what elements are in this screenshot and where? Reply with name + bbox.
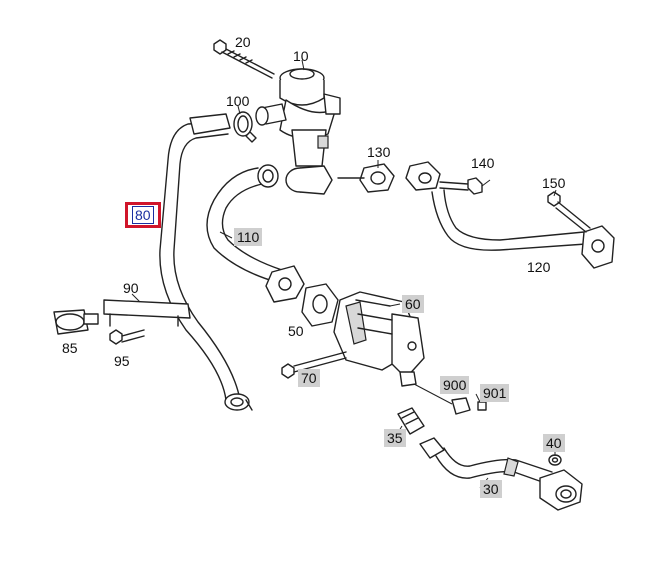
label-70[interactable]: 70 xyxy=(298,369,320,387)
label-85[interactable]: 85 xyxy=(62,340,78,356)
part-100-clamp xyxy=(233,111,257,143)
label-100[interactable]: 100 xyxy=(226,93,250,109)
label-120[interactable]: 120 xyxy=(527,259,551,275)
label-140[interactable]: 140 xyxy=(471,155,495,171)
label-30[interactable]: 30 xyxy=(480,480,502,498)
part-150-bolt xyxy=(547,191,591,233)
part-85-clip xyxy=(53,309,99,335)
label-20[interactable]: 20 xyxy=(235,34,251,50)
part-901-connector xyxy=(477,401,487,411)
part-30-pipe xyxy=(419,437,583,511)
label-40[interactable]: 40 xyxy=(543,434,565,452)
label-60[interactable]: 60 xyxy=(402,295,424,313)
part-50-gasket xyxy=(301,283,339,327)
label-150[interactable]: 150 xyxy=(542,175,566,191)
part-35-sleeve xyxy=(397,407,425,435)
part-110-pipe xyxy=(206,164,305,303)
label-900[interactable]: 900 xyxy=(440,376,470,394)
label-80-selected[interactable]: 80 xyxy=(125,202,161,228)
label-90[interactable]: 90 xyxy=(123,280,139,296)
label-10[interactable]: 10 xyxy=(293,48,309,64)
label-110[interactable]: 110 xyxy=(234,228,263,246)
label-130[interactable]: 130 xyxy=(367,144,391,160)
part-90-bracket xyxy=(103,299,191,327)
part-140-bolt xyxy=(439,177,491,195)
part-80-pipe xyxy=(159,113,253,411)
part-130-gasket xyxy=(337,163,395,193)
part-40-nut xyxy=(548,454,562,466)
part-60-valve xyxy=(333,291,425,387)
part-120-pipe xyxy=(405,161,615,269)
label-901[interactable]: 901 xyxy=(480,384,510,402)
part-70-bolt xyxy=(281,351,347,379)
part-20-bolt xyxy=(213,39,275,79)
part-10-valve xyxy=(255,68,341,195)
label-95[interactable]: 95 xyxy=(114,353,130,369)
label-50[interactable]: 50 xyxy=(288,323,304,339)
part-95-bolt xyxy=(109,329,145,345)
label-35[interactable]: 35 xyxy=(384,429,406,447)
label-80-text: 80 xyxy=(132,206,154,224)
part-900-connector xyxy=(413,383,471,415)
